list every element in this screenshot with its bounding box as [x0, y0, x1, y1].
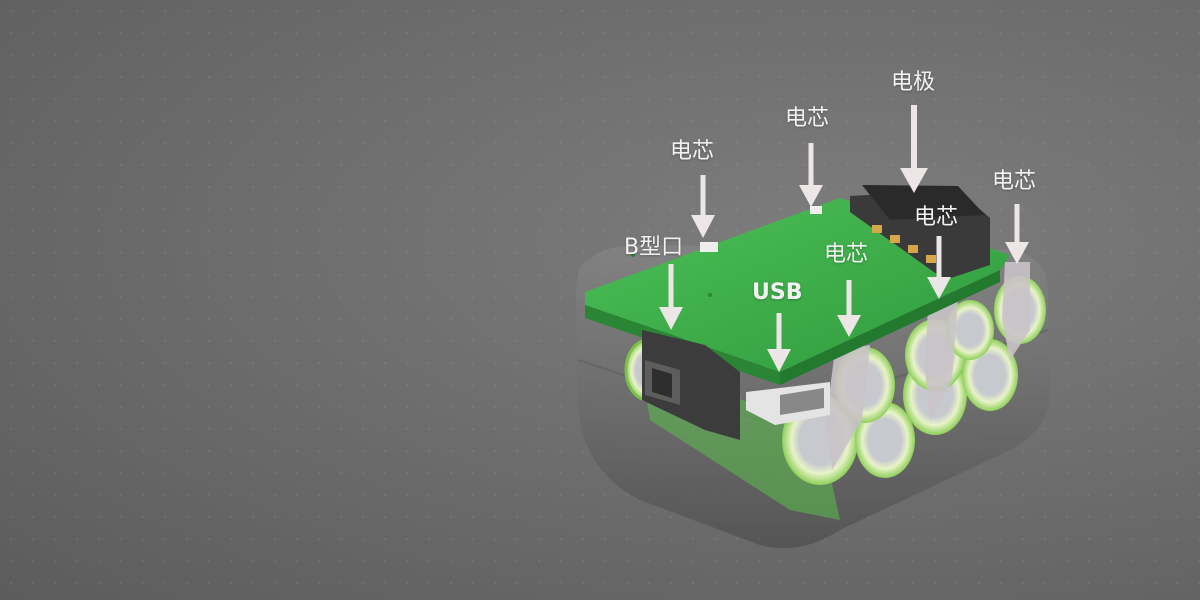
label-cell-right: 电芯 — [992, 169, 1037, 194]
label-b-port: B型口 — [624, 235, 684, 260]
arrow-usb — [767, 313, 791, 372]
arrow-electrode — [900, 105, 928, 193]
pcb-components — [700, 206, 822, 252]
arrow-b-port — [659, 264, 683, 330]
label-electrode: 电极 — [891, 70, 936, 95]
b-type-port — [642, 330, 740, 440]
electrode-connector — [850, 185, 990, 280]
usb-port — [746, 382, 830, 425]
arrow-cell-inner-right — [927, 236, 951, 299]
arrow-cell-right — [1005, 204, 1029, 264]
nickel-strips — [826, 262, 1030, 470]
callout-arrows — [659, 105, 1029, 372]
label-cell-middle: 电芯 — [824, 242, 869, 267]
label-usb: USB — [752, 280, 803, 305]
arrow-cell-top — [799, 143, 823, 207]
label-cell-inner-right: 电芯 — [914, 205, 959, 230]
arrow-cell-left — [691, 175, 715, 238]
arrow-cell-middle — [837, 280, 861, 337]
label-cell-left: 电芯 — [670, 139, 715, 164]
label-cell-top: 电芯 — [785, 106, 830, 131]
